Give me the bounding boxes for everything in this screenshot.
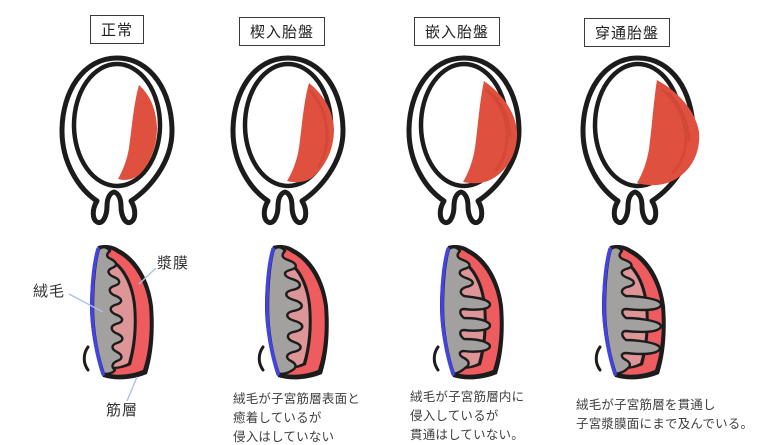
caption-accreta: 絨毛が子宮筋層表面と 癒着しているが 侵入はしていない bbox=[233, 392, 361, 444]
uterus-outer-wall bbox=[59, 55, 175, 226]
uterus-illustration-normal bbox=[59, 55, 175, 226]
placenta-shade-line bbox=[492, 93, 512, 138]
decidua-line bbox=[440, 247, 455, 376]
placenta-shade-line bbox=[668, 92, 691, 142]
villi-layer bbox=[91, 246, 124, 376]
placenta-shade-line bbox=[485, 88, 509, 172]
placenta-shape bbox=[118, 85, 157, 180]
wall-section-percreta bbox=[594, 245, 666, 380]
myometrium-leader-line bbox=[126, 376, 138, 402]
membrane-arc bbox=[432, 345, 440, 372]
villi-label: 絨毛 bbox=[33, 283, 66, 300]
uterus-illustration-percreta bbox=[580, 55, 700, 226]
title-percreta: 穿通胎盤 bbox=[583, 18, 671, 47]
uterus-illustration-accreta bbox=[230, 55, 346, 226]
title-increta: 嵌入胎盤 bbox=[413, 17, 501, 46]
placenta-shade-line bbox=[661, 88, 688, 174]
placenta-shape bbox=[637, 80, 700, 186]
title-normal: 正常 bbox=[89, 15, 145, 44]
villi-layer bbox=[441, 246, 492, 376]
serosa-leader-line bbox=[138, 267, 157, 285]
caption-increta: 絨毛が子宮筋層内に 侵入しているが 貫通はしていない。 bbox=[410, 390, 525, 442]
uterus-inner-wall bbox=[71, 61, 163, 189]
membrane-arc bbox=[82, 345, 90, 372]
wall-section-accreta bbox=[257, 245, 329, 380]
uterus-outer-wall bbox=[230, 55, 346, 226]
uterus-illustration-increta bbox=[406, 55, 522, 226]
membrane-arc bbox=[594, 345, 602, 372]
wall-section-increta bbox=[432, 245, 504, 380]
caption-percreta: 絨毛が子宮筋層を貫通し 子宮漿膜面にまで及んでいる。 bbox=[576, 398, 754, 431]
serosa-label: 漿膜 bbox=[157, 255, 190, 272]
villi-layer bbox=[266, 246, 304, 376]
villi-layer bbox=[603, 246, 663, 376]
decidua-line bbox=[265, 247, 280, 376]
uterus-outer-wall bbox=[406, 55, 522, 226]
placenta-shade-line bbox=[309, 90, 329, 168]
villi-leader-line bbox=[68, 293, 104, 313]
membrane-arc bbox=[257, 345, 265, 372]
decidua-line bbox=[602, 247, 617, 376]
myometrium-label: 筋層 bbox=[106, 402, 139, 419]
wall-section-normal bbox=[82, 245, 154, 380]
title-accreta: 楔入胎盤 bbox=[238, 17, 326, 46]
